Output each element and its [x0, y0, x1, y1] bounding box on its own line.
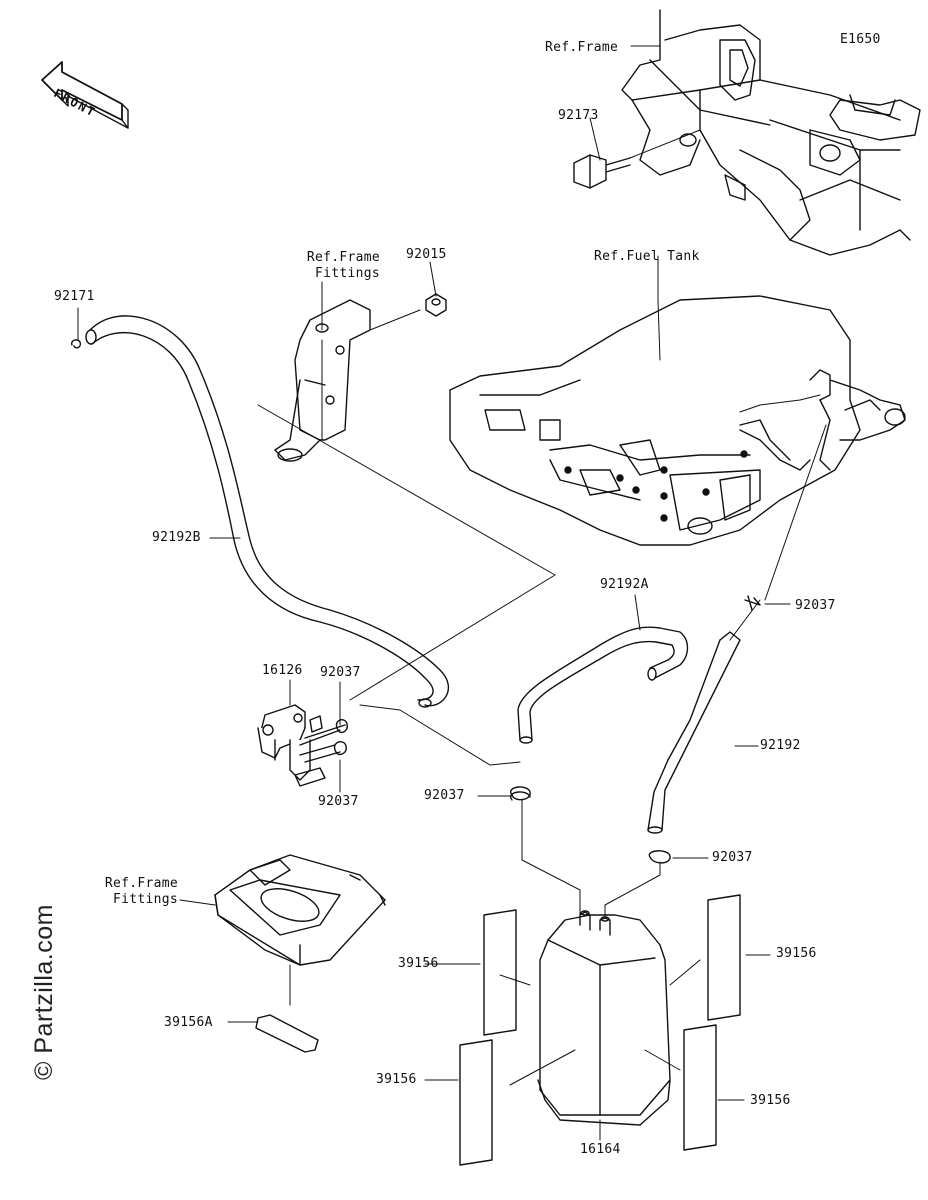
pad-39156-left	[483, 909, 517, 1036]
leader-lines	[77, 45, 827, 1141]
part-39156-right-label: 39156	[776, 946, 817, 961]
clamps-92037	[333, 595, 761, 864]
front-arrow-icon	[41, 61, 129, 129]
pad-39156A	[255, 1014, 319, 1053]
part-92192-label: 92192	[760, 738, 801, 753]
ref-frame-fittings-top-label: Ref.Frame Fittings	[306, 250, 380, 281]
part-92037-bottom-label: 92037	[318, 794, 359, 809]
ref-fuel-tank-label: Ref.Fuel Tank	[594, 249, 700, 264]
hose-92192B	[85, 315, 450, 708]
hose-92192	[647, 631, 741, 834]
diagram-id: E1650	[840, 32, 881, 47]
part-16164-label: 16164	[580, 1142, 621, 1157]
pad-39156-bottom-right	[683, 1024, 717, 1151]
part-92192B-label: 92192B	[152, 530, 201, 545]
part-39156-bottom-left-label: 39156	[376, 1072, 417, 1087]
part-92171-label: 92171	[54, 289, 95, 304]
fuel-tank	[449, 295, 906, 546]
canister-16164	[537, 910, 671, 1126]
part-92037-right-label: 92037	[795, 598, 836, 613]
watermark: © Partzilla.com	[30, 904, 58, 1080]
part-92037-mid-label: 92037	[424, 788, 465, 803]
bolt-92173	[573, 129, 701, 189]
part-39156-bottom-right-label: 39156	[750, 1093, 791, 1108]
part-39156-left-label: 39156	[398, 956, 439, 971]
clamp-92171	[70, 339, 82, 349]
ref-frame-fittings-bottom-label: Ref.Frame Fittings	[104, 876, 178, 907]
solenoid-valve-16126	[257, 704, 346, 787]
part-92192A-label: 92192A	[600, 577, 649, 592]
ref-frame-label: Ref.Frame	[545, 40, 619, 55]
pad-39156-bottom-left	[459, 1039, 493, 1166]
part-92173-label: 92173	[558, 108, 599, 123]
frame-fittings-bottom	[214, 854, 386, 1006]
frame-assembly	[621, 9, 921, 256]
frame-fittings-bracket	[274, 299, 421, 462]
nut-92015	[425, 293, 447, 317]
part-39156A-label: 39156A	[164, 1015, 213, 1030]
pad-39156-right	[707, 894, 741, 1021]
part-92037-lower-right-label: 92037	[712, 850, 753, 865]
part-16126-label: 16126	[262, 663, 303, 678]
part-92037-top-label: 92037	[320, 665, 361, 680]
part-92015-label: 92015	[406, 247, 447, 262]
hose-92192A	[517, 626, 689, 744]
